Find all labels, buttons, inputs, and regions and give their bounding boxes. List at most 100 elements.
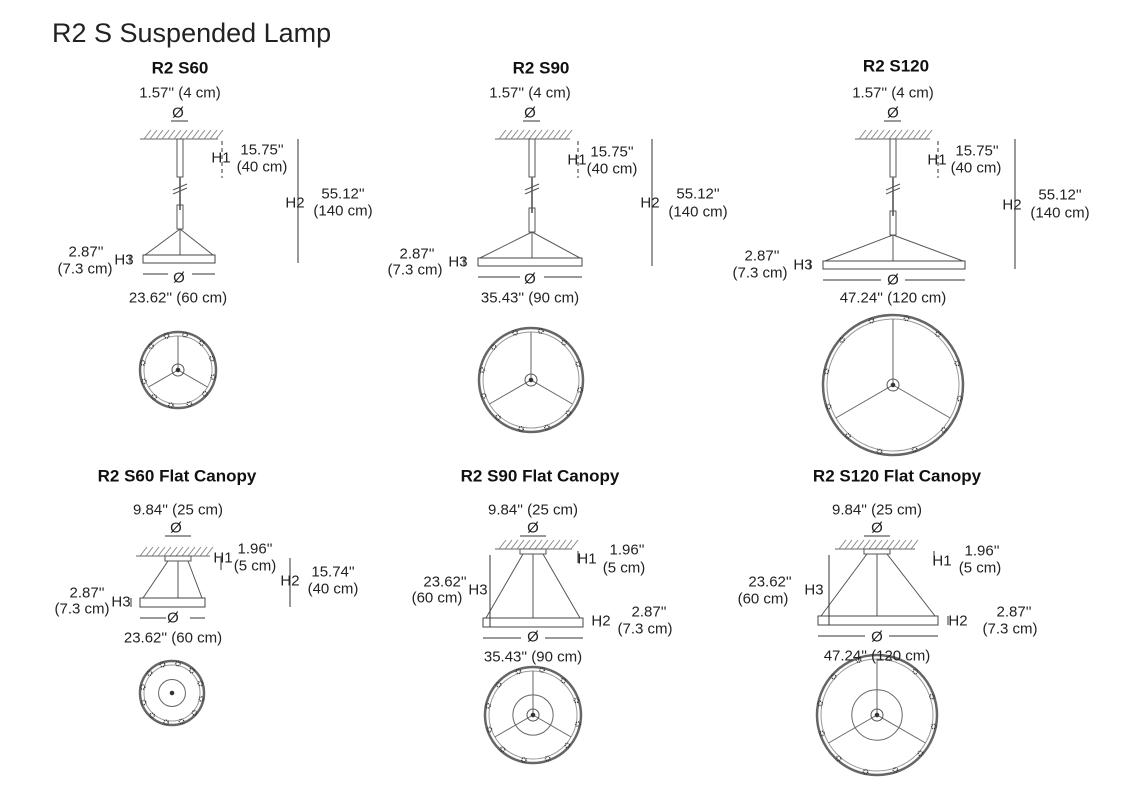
ceiling-hatch bbox=[546, 129, 555, 140]
suspension-wire bbox=[485, 553, 524, 619]
ceiling-hatch bbox=[181, 546, 190, 557]
led-module bbox=[198, 340, 205, 346]
ring-diameter: 35.43'' (90 cm) bbox=[483, 648, 583, 666]
led-module bbox=[197, 680, 204, 687]
led-module bbox=[486, 726, 493, 733]
ring-inner-edge bbox=[143, 664, 201, 722]
ring-diameter: 47.24'' (120 cm) bbox=[839, 289, 947, 307]
ceiling-hatch bbox=[844, 539, 853, 550]
led-module bbox=[956, 395, 963, 402]
led-module bbox=[140, 378, 147, 385]
suspension-wire bbox=[820, 553, 868, 617]
led-module bbox=[163, 719, 169, 726]
h3-label: H3 bbox=[111, 593, 131, 611]
suspension-wire bbox=[479, 231, 533, 259]
h3-cm: (7.3 cm) bbox=[732, 264, 788, 282]
led-module bbox=[830, 673, 837, 680]
led-module bbox=[917, 750, 924, 757]
led-module bbox=[835, 755, 842, 762]
h1-cm: (5 cm) bbox=[958, 559, 1002, 577]
led-module bbox=[911, 446, 918, 453]
led-module bbox=[817, 700, 824, 707]
ceiling-hatch bbox=[894, 129, 903, 140]
ring-side-view bbox=[817, 615, 939, 626]
diameter-symbol: Ø bbox=[871, 519, 883, 537]
led-module bbox=[862, 768, 869, 775]
diameter-symbol: Ø bbox=[524, 270, 536, 288]
diameter-symbol: Ø bbox=[527, 519, 539, 537]
ceiling-hatch bbox=[516, 539, 525, 550]
rod-upper bbox=[176, 138, 184, 178]
ceiling-hatch bbox=[858, 129, 867, 140]
ring-arm bbox=[532, 714, 572, 738]
h2-cm: (140 cm) bbox=[313, 202, 373, 220]
ceiling-hatch bbox=[169, 546, 178, 557]
led-module bbox=[186, 401, 193, 408]
led-module bbox=[855, 657, 862, 663]
ceiling-hatch bbox=[534, 129, 543, 140]
led-module bbox=[479, 367, 485, 374]
h2-label: H2 bbox=[1002, 196, 1022, 214]
ceiling-hatch bbox=[564, 129, 573, 140]
diameter-symbol: Ø bbox=[871, 628, 883, 646]
ceiling-hatch bbox=[173, 129, 182, 140]
ceiling-hatch bbox=[570, 539, 579, 550]
panel-title: R2 S120 bbox=[862, 56, 930, 76]
suspension-wire bbox=[144, 228, 181, 256]
led-module bbox=[941, 427, 947, 433]
ring-arm bbox=[177, 369, 208, 388]
h2-cm: (7.3 cm) bbox=[982, 620, 1038, 638]
h3-label: H3 bbox=[114, 251, 134, 269]
ceiling-hatch bbox=[862, 539, 871, 550]
led-module bbox=[903, 315, 910, 322]
led-module bbox=[188, 667, 195, 674]
led-module bbox=[825, 403, 832, 410]
led-module bbox=[930, 723, 937, 730]
hub bbox=[524, 373, 538, 387]
h2-cm: (140 cm) bbox=[1030, 204, 1090, 222]
ring-top-view bbox=[138, 659, 206, 727]
ring-top-view bbox=[138, 330, 218, 410]
h2-label: H2 bbox=[280, 572, 300, 590]
ceiling-hatch bbox=[145, 546, 154, 557]
diameter-symbol: Ø bbox=[527, 628, 539, 646]
h3-inches: 2.87'' bbox=[399, 245, 435, 263]
h1-inches: 1.96'' bbox=[609, 541, 645, 559]
led-module bbox=[912, 668, 919, 675]
suspension-wire bbox=[892, 234, 964, 262]
ceiling-hatch bbox=[850, 539, 859, 550]
ceiling-hatch bbox=[522, 539, 531, 550]
led-module bbox=[480, 392, 487, 399]
ceiling-hatch bbox=[910, 539, 919, 550]
h2-cm: (140 cm) bbox=[668, 203, 728, 221]
canopy-diameter: 1.57'' (4 cm) bbox=[489, 84, 571, 102]
led-module bbox=[868, 317, 875, 324]
diameter-symbol: Ø bbox=[167, 609, 179, 627]
led-module bbox=[175, 660, 181, 667]
led-module bbox=[148, 343, 154, 350]
ceiling-hatch bbox=[498, 539, 507, 550]
h2-inches: 55.12'' bbox=[1038, 186, 1082, 204]
ceiling-hatch bbox=[504, 129, 513, 140]
ceiling-hatch bbox=[161, 129, 170, 140]
h3-label: H3 bbox=[793, 256, 813, 274]
h1-cm: (5 cm) bbox=[602, 559, 646, 577]
ceiling-hatch bbox=[149, 129, 158, 140]
ring-arm bbox=[828, 714, 878, 744]
hub bbox=[526, 708, 540, 722]
ceiling-hatch bbox=[167, 129, 176, 140]
led-module bbox=[146, 670, 153, 677]
led-module bbox=[198, 696, 205, 702]
h3-cm: (60 cm) bbox=[737, 590, 789, 608]
h1-label: H1 bbox=[213, 549, 233, 567]
led-module bbox=[139, 359, 146, 366]
led-module bbox=[885, 655, 892, 662]
led-module bbox=[151, 394, 158, 400]
h1-label: H1 bbox=[927, 151, 947, 169]
h2-inches: 2.87'' bbox=[631, 603, 667, 621]
flat-canopy bbox=[164, 555, 192, 562]
h3-cm: (7.3 cm) bbox=[387, 261, 443, 279]
led-module bbox=[561, 339, 568, 346]
ceiling-hatch bbox=[540, 539, 549, 550]
ceiling-hatch bbox=[888, 129, 897, 140]
